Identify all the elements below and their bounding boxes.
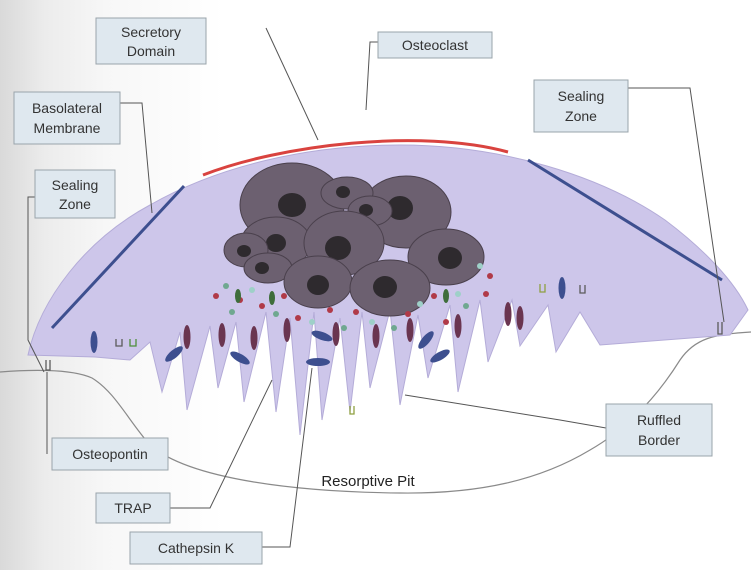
vesicle	[483, 291, 489, 297]
label-ruffled-border: Ruffled Border	[606, 404, 712, 456]
label-basolateral-line1: Basolateral	[32, 100, 102, 116]
label-resorptive-pit: Resorptive Pit	[321, 473, 415, 490]
label-sealing-left-line2: Zone	[59, 196, 91, 212]
label-sealing-left-line1: Sealing	[52, 177, 99, 193]
label-basolateral-line2: Membrane	[34, 120, 101, 136]
nucleolus	[325, 236, 351, 260]
vesicle	[487, 273, 493, 279]
nucleolus	[237, 245, 251, 257]
vesicle	[455, 291, 461, 297]
enzyme-granule	[373, 324, 380, 348]
vesicle	[341, 325, 347, 331]
vesicle	[431, 293, 437, 299]
vesicle	[327, 307, 333, 313]
vesicle	[405, 311, 411, 317]
label-osteoclast: Osteoclast	[378, 32, 492, 58]
enzyme-granule	[517, 306, 524, 330]
cathepsin-granule	[306, 358, 330, 366]
vesicle	[443, 319, 449, 325]
receptor	[350, 406, 354, 414]
label-cathepsin-k-text: Cathepsin K	[158, 540, 235, 556]
label-osteoclast-text: Osteoclast	[402, 37, 468, 53]
vesicle	[353, 309, 359, 315]
enzyme-granule	[333, 322, 340, 346]
label-trap: TRAP	[96, 493, 170, 523]
green-granule	[269, 291, 275, 305]
leader-ruffled	[405, 395, 606, 428]
label-trap-text: TRAP	[114, 500, 151, 516]
vesicle	[223, 283, 229, 289]
leader-basolateral	[120, 103, 152, 213]
label-sealing-zone-left: Sealing Zone	[35, 170, 115, 218]
vesicle	[281, 293, 287, 299]
enzyme-granule	[284, 318, 291, 342]
enzyme-granule	[455, 314, 462, 338]
label-cathepsin-k: Cathepsin K	[130, 532, 262, 564]
green-granule	[443, 289, 449, 303]
vesicle	[391, 325, 397, 331]
label-sealing-zone-right: Sealing Zone	[534, 80, 628, 132]
vesicle	[369, 319, 375, 325]
label-ruffled-line1: Ruffled	[637, 412, 681, 428]
leader-osteoclast	[366, 42, 378, 110]
nucleolus	[336, 186, 350, 198]
label-secretory-domain: Secretory Domain	[96, 18, 206, 64]
enzyme-granule	[251, 326, 258, 350]
nucleolus	[307, 275, 329, 295]
receptor	[46, 360, 50, 370]
cathepsin-granule	[559, 277, 566, 299]
vesicle	[259, 303, 265, 309]
green-granule	[235, 289, 241, 303]
label-osteopontin: Osteopontin	[52, 438, 168, 470]
vesicle	[229, 309, 235, 315]
label-sealing-right-line2: Zone	[565, 108, 597, 124]
nucleolus	[438, 247, 462, 269]
leader-secretory	[266, 28, 318, 140]
label-sealing-right-line1: Sealing	[558, 88, 605, 104]
leader-trap	[170, 380, 272, 508]
enzyme-granule	[407, 318, 414, 342]
vesicle	[295, 315, 301, 321]
vesicle	[477, 263, 483, 269]
nucleolus	[373, 276, 397, 298]
label-ruffled-line2: Border	[638, 432, 680, 448]
label-secretory-domain-line1: Secretory	[121, 24, 181, 40]
nucleolus	[255, 262, 269, 274]
nucleolus	[278, 193, 306, 217]
vesicle	[417, 301, 423, 307]
enzyme-granule	[219, 323, 226, 347]
enzyme-granule	[505, 302, 512, 326]
vesicle	[309, 319, 315, 325]
nucleolus	[266, 234, 286, 252]
vesicle	[463, 303, 469, 309]
cathepsin-granule	[91, 331, 98, 353]
label-osteopontin-text: Osteopontin	[72, 446, 148, 462]
vesicle	[213, 293, 219, 299]
label-basolateral-membrane: Basolateral Membrane	[14, 92, 120, 144]
vesicle	[249, 287, 255, 293]
vesicle	[273, 311, 279, 317]
label-secretory-domain-line2: Domain	[127, 43, 175, 59]
enzyme-granule	[184, 325, 191, 349]
